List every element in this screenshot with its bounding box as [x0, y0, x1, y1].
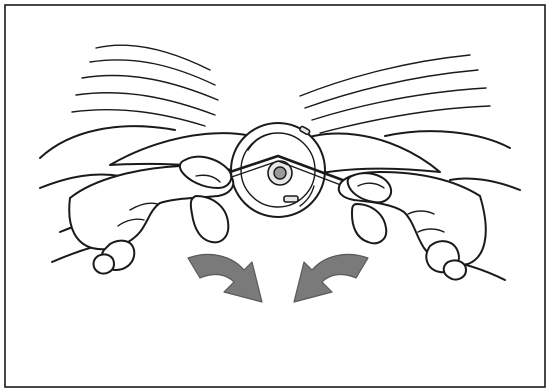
- disc: [231, 123, 325, 217]
